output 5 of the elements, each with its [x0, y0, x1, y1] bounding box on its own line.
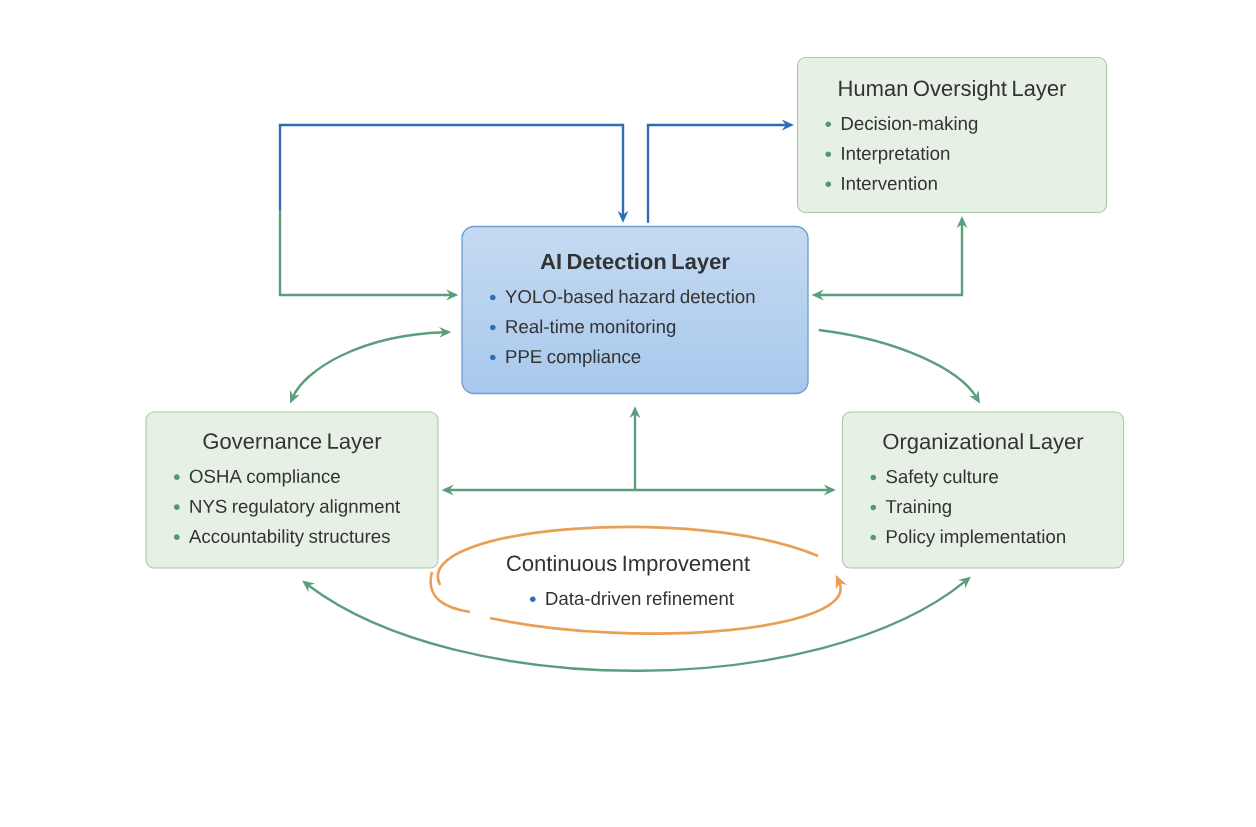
layer-box: Human Oversight Layer Decision-making Interpretation Intervention	[796, 57, 1108, 213]
cycle-label: Continuous Improvement Data-driven refinement	[507, 554, 750, 606]
detection-box: AI Detection Layer YOLO-based hazard detection Real-time monitoring PPE compliance	[461, 225, 809, 395]
layer-box: Governance Layer OSHA compliance NYS regulatory alignment Accountability structures	[145, 411, 439, 569]
layer-box: Organizational Layer Safety culture Training Policy implementation	[841, 411, 1125, 569]
